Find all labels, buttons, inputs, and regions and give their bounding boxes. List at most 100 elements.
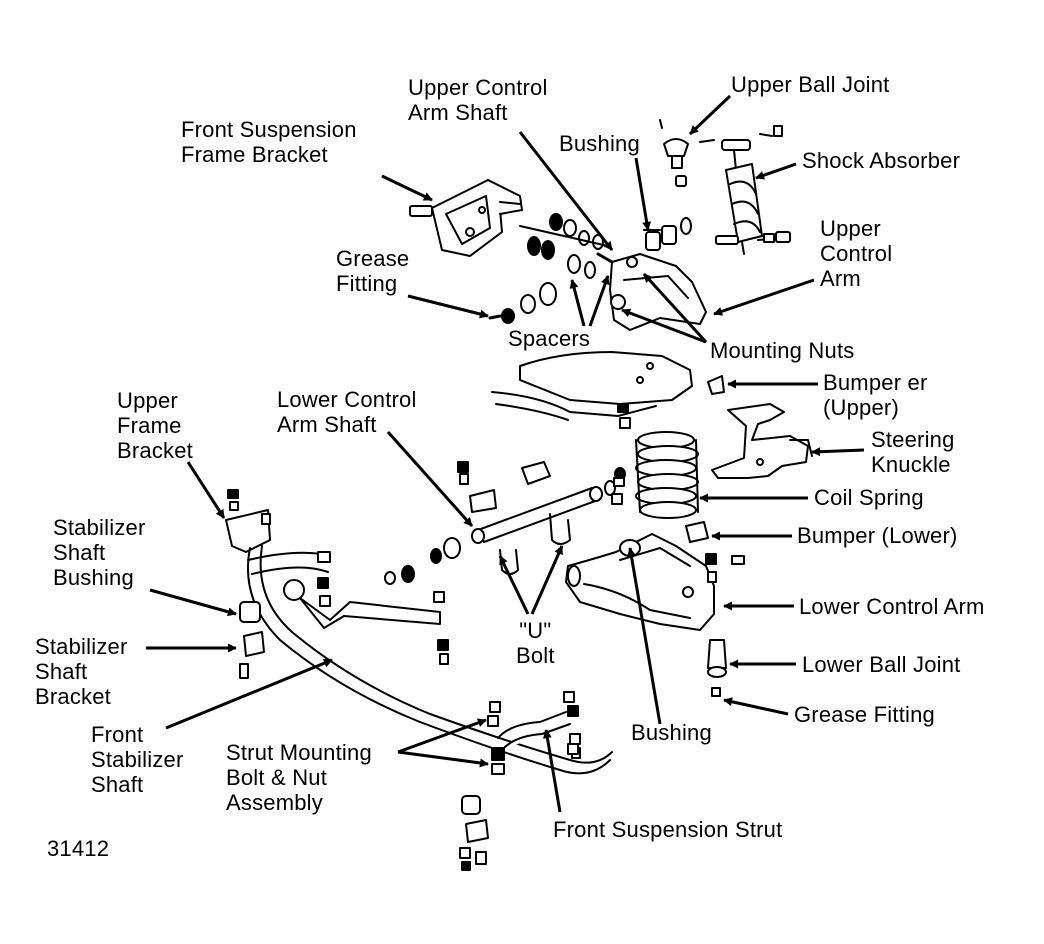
label-upper-control-arm: Upper Control Arm <box>820 216 892 291</box>
label-front-suspension-strut: Front Suspension Strut <box>553 817 782 842</box>
figure-number-text: 31412 <box>47 836 110 861</box>
label-line: Knuckle <box>871 452 951 477</box>
label-line: Shaft <box>91 772 144 797</box>
label-spacers: Spacers <box>508 326 590 351</box>
upper-bumper-part <box>707 375 725 395</box>
label-line: Bushing <box>559 131 640 156</box>
label-line: Spacers <box>508 326 591 351</box>
label-line: Bolt & Nut <box>226 765 328 790</box>
arrow-spacer-2 <box>588 275 610 327</box>
arrow-front-suspension-strut <box>542 729 562 813</box>
label-bumper-upper: Bumper er (Upper) <box>823 370 928 420</box>
label-line: Upper <box>820 216 881 241</box>
label-upper-frame-bracket: Upper Frame Bracket <box>117 388 193 463</box>
shock-absorber-part <box>699 133 791 255</box>
arrow-spacer-1 <box>569 279 586 327</box>
leader-arrows <box>146 94 865 813</box>
label-line: Shock Absorber <box>802 148 961 173</box>
label-line: Bushing <box>53 565 134 590</box>
label-line: Arm <box>820 266 861 291</box>
label-line: Front Suspension Strut <box>553 817 783 842</box>
arrow-upper-ball-joint <box>688 94 732 136</box>
label-line: Coil Spring <box>814 485 924 510</box>
label-front-suspension-frame-bracket: Front Suspension Frame Bracket <box>181 117 357 167</box>
label-line: Front <box>91 722 144 747</box>
arrow-grease-fitting-lower <box>723 697 789 716</box>
arrow-u-bolt-2 <box>530 545 564 615</box>
arrow-lower-control-arm-shaft <box>386 431 474 527</box>
label-line: Shaft <box>53 540 106 565</box>
label-line: Upper Ball Joint <box>731 72 890 97</box>
label-bushing-upper: Bushing <box>559 131 640 156</box>
label-bumper-lower: Bumper (Lower) <box>797 523 958 548</box>
label-shock-absorber: Shock Absorber <box>802 148 960 173</box>
label-strut-mounting-bolt-nut: Strut Mounting Bolt & Nut Assembly <box>226 740 372 815</box>
label-line: Lower Control Arm <box>799 594 985 619</box>
arrow-grease-fitting-upper <box>407 294 489 319</box>
upper-shaft-hardware <box>488 213 609 324</box>
label-line: Assembly <box>226 790 323 815</box>
arrow-bushing-lower <box>626 547 662 725</box>
label-line: Shaft <box>35 659 88 684</box>
label-line: Fitting <box>336 271 398 296</box>
arrow-bushing-upper <box>634 157 652 231</box>
label-upper-control-arm-shaft: Upper Control Arm Shaft <box>408 75 548 125</box>
figure-number: 31412 <box>47 836 109 861</box>
label-upper-ball-joint: Upper Ball Joint <box>731 72 890 97</box>
label-line: Bushing <box>631 720 712 745</box>
label-lower-control-arm-shaft: Lower Control Arm Shaft <box>277 387 417 437</box>
label-line: Bumper (Lower) <box>797 523 958 548</box>
label-bushing-lower: Bushing <box>631 720 712 745</box>
lower-control-arm-part <box>565 533 715 631</box>
arrow-shock-absorber <box>755 162 797 180</box>
arrow-mounting-nut-1 <box>621 308 707 344</box>
frame-bracket-part <box>409 179 523 257</box>
arrow-front-stabilizer-shaft <box>165 658 333 730</box>
lower-control-arm-shaft-part <box>384 461 626 585</box>
label-line: Strut Mounting <box>226 740 372 765</box>
label-grease-fitting-upper: Grease Fitting <box>336 246 409 296</box>
arrow-u-bolt-1 <box>498 555 530 615</box>
label-coil-spring: Coil Spring <box>814 485 924 510</box>
frame-section <box>491 351 693 421</box>
stabilizer-link-part <box>283 551 449 665</box>
arrow-stabilizer-shaft-bushing <box>149 588 237 617</box>
label-line: "U" <box>519 618 552 643</box>
label-stabilizer-shaft-bracket: Stabilizer Shaft Bracket <box>35 634 127 709</box>
label-line: Frame Bracket <box>181 142 328 167</box>
upper-ball-joint-part <box>659 119 689 187</box>
upper-frame-bracket-part <box>225 489 271 553</box>
label-line: Bumper er <box>823 370 928 395</box>
label-line: Control <box>820 241 893 266</box>
coil-spring-part <box>635 431 699 519</box>
label-lower-ball-joint: Lower Ball Joint <box>802 652 961 677</box>
arrow-strut-mount-2 <box>397 750 489 768</box>
label-line: Arm Shaft <box>408 100 508 125</box>
label-line: Upper <box>117 388 178 413</box>
stabilizer-bushing-part <box>239 601 265 679</box>
label-grease-fitting-lower: Grease Fitting <box>794 702 935 727</box>
label-line: Frame <box>117 413 182 438</box>
arrow-upper-control-arm-shaft <box>518 131 614 251</box>
arrow-mounting-nut-2 <box>642 272 708 344</box>
label-mounting-nuts: Mounting Nuts <box>710 338 854 363</box>
lower-bracket-stack <box>459 795 489 871</box>
arrow-upper-control-arm <box>713 278 815 316</box>
lower-bumper-part <box>685 521 709 543</box>
label-line: Stabilizer <box>53 515 146 540</box>
front-suspension-strut-part <box>487 691 581 775</box>
label-line: Grease <box>336 246 410 271</box>
arrow-upper-frame-bracket <box>186 461 226 519</box>
label-line: Arm Shaft <box>277 412 377 437</box>
label-stabilizer-shaft-bushing: Stabilizer Shaft Bushing <box>53 515 145 590</box>
label-line: Mounting Nuts <box>710 338 855 363</box>
label-u-bolt: "U" Bolt <box>516 618 555 668</box>
label-lower-control-arm: Lower Control Arm <box>799 594 985 619</box>
upper-control-arm-part <box>596 252 707 331</box>
label-line: Lower Ball Joint <box>802 652 961 677</box>
label-steering-knuckle: Steering Knuckle <box>871 427 955 477</box>
label-line: Bracket <box>117 438 193 463</box>
arrow-strut-mount-1 <box>397 718 487 754</box>
label-line: Grease Fitting <box>794 702 935 727</box>
label-line: Bolt <box>516 643 555 668</box>
